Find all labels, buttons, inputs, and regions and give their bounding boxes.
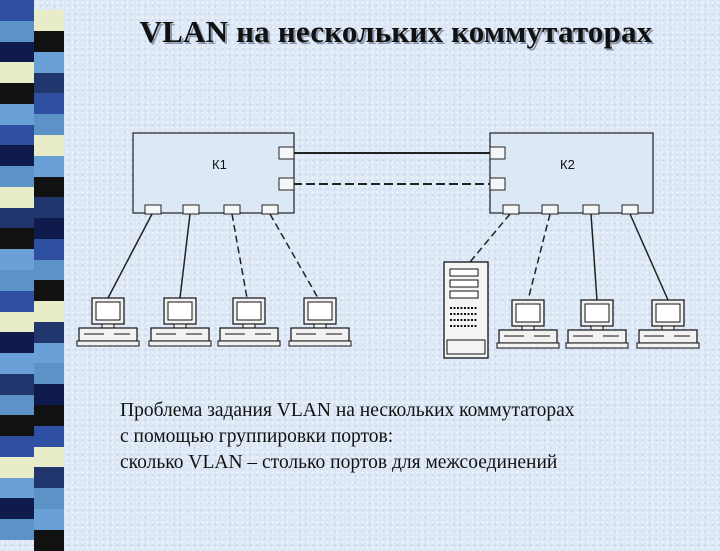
strip-block xyxy=(34,508,64,531)
workstation-icon xyxy=(217,297,281,347)
workstation-icon xyxy=(288,297,352,347)
strip-block xyxy=(34,467,64,489)
strip-block xyxy=(34,405,64,427)
strip-block xyxy=(34,488,64,510)
switch-k1-port xyxy=(182,204,200,215)
strip-block xyxy=(34,93,64,115)
pc-7-link xyxy=(629,213,669,301)
caption-line: Проблема задания VLAN на нескольких комм… xyxy=(120,400,575,421)
strip-block xyxy=(0,373,34,396)
strip-block xyxy=(0,249,34,271)
switch-k2-port xyxy=(621,204,639,215)
strip-block xyxy=(34,135,64,157)
switch-k1-label: К1 xyxy=(212,157,227,172)
strip-block xyxy=(0,519,34,541)
workstation-icon xyxy=(148,297,212,347)
workstation-icon xyxy=(496,299,560,349)
workstation-icon xyxy=(565,299,629,349)
strip-block xyxy=(0,166,34,188)
workstation-icon xyxy=(636,299,700,349)
strip-block xyxy=(0,498,34,520)
strip-block xyxy=(0,20,34,43)
server-1-link xyxy=(469,213,511,263)
switch-k2 xyxy=(489,132,654,214)
strip-block xyxy=(0,456,34,479)
strip-block xyxy=(0,207,34,229)
caption-line: сколько VLAN – столько портов для межсое… xyxy=(120,452,558,473)
strip-block xyxy=(0,0,34,22)
strip-block xyxy=(0,415,34,437)
switch-k1-port xyxy=(144,204,162,215)
strip-block xyxy=(34,238,64,261)
caption-line: с помощью группировки портов: xyxy=(120,426,394,447)
strip-block xyxy=(0,62,34,84)
strip-block xyxy=(34,218,64,240)
strip-block xyxy=(0,311,34,333)
switch-k2-label: К2 xyxy=(560,157,575,172)
strip-block xyxy=(0,290,34,313)
switch-k2-port xyxy=(582,204,600,215)
strip-block xyxy=(0,270,34,292)
slide-caption: Проблема задания VLAN на нескольких комм… xyxy=(120,398,710,476)
pc-5-link xyxy=(527,213,551,301)
strip-block xyxy=(0,41,34,63)
server-icon xyxy=(443,261,489,359)
switch-k1-port xyxy=(223,204,241,215)
strip-block xyxy=(34,301,64,323)
strip-block xyxy=(34,363,64,385)
pc-2-link xyxy=(179,213,191,299)
strip-block xyxy=(34,425,64,448)
strip-block xyxy=(34,72,64,94)
strip-block xyxy=(0,145,34,167)
strip-block xyxy=(34,10,64,32)
decorative-strip xyxy=(0,0,64,551)
pc-4-link xyxy=(269,213,319,299)
switch-k2-port xyxy=(541,204,559,215)
strip-block xyxy=(34,446,64,468)
switch-k2-port xyxy=(502,204,520,215)
strip-block xyxy=(34,384,64,406)
switch-k2-port xyxy=(489,146,506,160)
strip-block xyxy=(34,31,64,53)
switch-k1 xyxy=(132,132,295,214)
strip-block xyxy=(0,477,34,499)
workstation-icon xyxy=(76,297,140,347)
pc-1-link xyxy=(107,213,153,299)
strip-block xyxy=(0,353,34,375)
strip-block xyxy=(0,124,34,146)
switch-k1-port xyxy=(261,204,279,215)
strip-block xyxy=(0,83,34,105)
switch-k1-port xyxy=(278,177,295,191)
strip-block xyxy=(34,280,64,302)
pc-6-link xyxy=(590,213,598,301)
strip-block xyxy=(0,186,34,209)
strip-block xyxy=(34,51,64,74)
strip-block xyxy=(34,342,64,364)
pc-3-link xyxy=(231,213,248,299)
strip-block xyxy=(34,259,64,281)
strip-block xyxy=(0,436,34,458)
slide-title: VLAN на нескольких коммутаторах xyxy=(139,14,653,49)
strip-block xyxy=(0,332,34,354)
switch-k2-port xyxy=(489,177,506,191)
strip-block xyxy=(0,228,34,250)
strip-block xyxy=(34,114,64,136)
switch-k1-port xyxy=(278,146,295,160)
strip-block xyxy=(34,155,64,178)
strip-block xyxy=(34,197,64,219)
strip-block xyxy=(34,176,64,198)
strip-block xyxy=(0,394,34,416)
strip-block xyxy=(34,321,64,344)
strip-block xyxy=(0,103,34,126)
